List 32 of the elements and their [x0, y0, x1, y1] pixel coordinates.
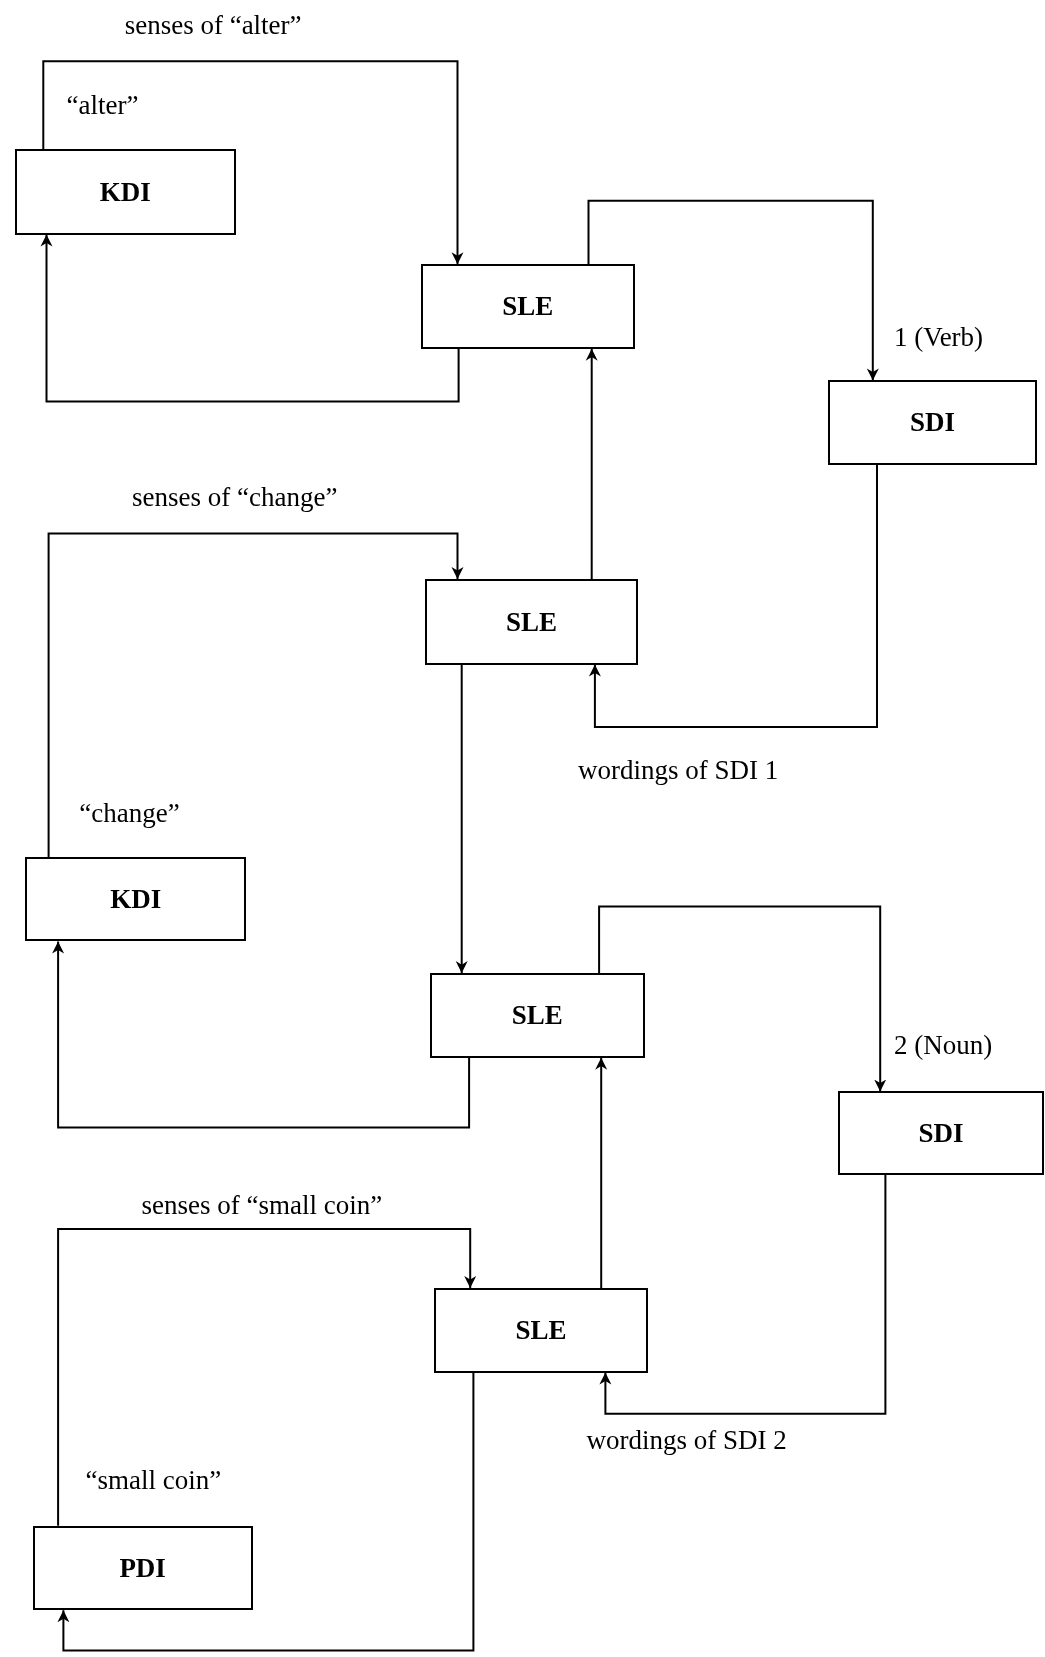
arrow — [42, 60, 464, 266]
arrow — [455, 663, 468, 975]
edge-label: wordings of SDI 2 — [586, 1424, 787, 1458]
quoted-word: “small coin” — [85, 1464, 222, 1498]
process-box: SLE — [424, 579, 639, 665]
process-box: SLE — [430, 973, 645, 1058]
process-box: SDI — [828, 380, 1037, 465]
process-box: SLE — [434, 1288, 648, 1373]
quoted-word: “alter” — [66, 88, 139, 122]
process-box: SDI — [837, 1091, 1044, 1175]
edge-label: 1 (Verb) — [893, 321, 984, 355]
process-box: KDI — [25, 856, 247, 942]
arrow — [40, 233, 460, 403]
arrow — [57, 1227, 477, 1527]
process-box: KDI — [14, 148, 236, 235]
arrow — [585, 347, 598, 580]
edge-label: senses of “alter” — [124, 9, 302, 43]
edge-label: senses of “change” — [132, 480, 338, 514]
process-box: SLE — [420, 264, 635, 349]
quoted-word: “change” — [79, 796, 180, 830]
arrow — [57, 1371, 475, 1652]
arrow — [47, 532, 464, 858]
arrow — [588, 463, 878, 728]
arrow — [598, 905, 887, 1093]
arrow — [587, 199, 879, 382]
edge-label: 2 (Noun) — [893, 1029, 993, 1063]
arrow — [595, 1056, 608, 1289]
edge-label: senses of “small coin” — [141, 1188, 383, 1222]
edge-label: wordings of SDI 1 — [577, 754, 779, 788]
process-box: PDI — [32, 1525, 253, 1611]
arrow — [52, 940, 471, 1129]
arrow — [599, 1174, 887, 1415]
